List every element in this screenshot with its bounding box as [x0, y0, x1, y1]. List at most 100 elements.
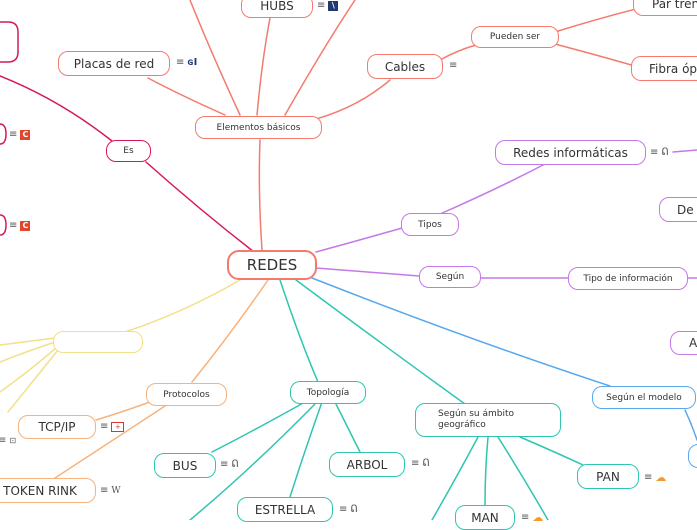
cloud-icon[interactable]: ☁: [655, 471, 667, 484]
connector-root-modelo: [311, 277, 611, 387]
node-placas-de-red[interactable]: Placas de red: [58, 51, 170, 76]
square-icon[interactable]: ⊡: [9, 436, 17, 445]
node-redes-informaticas[interactable]: Redes informáticas: [495, 140, 646, 165]
node-de[interactable]: De: [659, 197, 697, 222]
connector-protocolos-tcpip: [95, 401, 151, 421]
connector-tipos-redesinfo: [439, 163, 546, 215]
node-fibra-optica[interactable]: Fibra óp: [631, 56, 697, 81]
menu-icon[interactable]: ≡: [317, 0, 326, 11]
arbol-note-icons: ≡ ᕠ: [411, 458, 430, 469]
partial-node-mid-left-2: [0, 214, 7, 236]
ladder-icon[interactable]: ᕠ: [231, 459, 239, 470]
estrella-label: ESTRELLA: [254, 502, 316, 517]
placas-logo-icon[interactable]: ɢI: [187, 57, 198, 68]
pueden-label: Pueden ser: [489, 32, 541, 42]
menu-icon[interactable]: ≡: [644, 472, 653, 483]
node-man[interactable]: MAN: [455, 505, 515, 530]
man-note-icons: ≡ ☁: [521, 511, 543, 524]
node-protocolos[interactable]: Protocolos: [146, 383, 227, 406]
node-segun[interactable]: Según: [419, 266, 481, 288]
topologia-label: Topología: [306, 387, 350, 398]
c-badge-icon[interactable]: C: [20, 220, 31, 231]
menu-icon[interactable]: ≡: [220, 459, 229, 470]
node-elementos-basicos[interactable]: Elementos básicos: [195, 116, 322, 139]
node-a[interactable]: A: [670, 331, 697, 355]
menu-icon[interactable]: ≡: [176, 57, 185, 68]
connector-topologia-arbol: [334, 401, 361, 453]
node-blue-partial[interactable]: [688, 444, 697, 468]
menu-icon[interactable]: ≡: [9, 129, 18, 140]
node-segun-el-modelo[interactable]: Según el modelo: [592, 386, 696, 409]
node-herramentas[interactable]: [53, 331, 143, 353]
link-badge-icon[interactable]: \: [328, 0, 339, 11]
menu-icon[interactable]: ≡: [650, 147, 659, 158]
node-tipos[interactable]: Tipos: [401, 213, 459, 236]
placas-label: Placas de red: [73, 56, 155, 71]
node-par-trenzado[interactable]: Par tren: [633, 0, 697, 16]
node-ambito-geografico[interactable]: Según su ámbito geográfico: [415, 403, 561, 437]
node-pueden-ser[interactable]: Pueden ser: [471, 26, 559, 48]
pan-label: PAN: [596, 469, 620, 484]
connector-herramentas-l3: [0, 347, 57, 393]
connector-root-ambito: [295, 279, 466, 405]
cables-note-icon: ≡: [449, 60, 457, 71]
menu-icon[interactable]: ≡: [339, 504, 348, 515]
man-label: MAN: [471, 510, 499, 525]
connector-elementos-up-left: [189, 0, 241, 116]
menu-icon[interactable]: ≡: [0, 435, 7, 446]
node-estrella[interactable]: ESTRELLA: [237, 497, 333, 522]
connector-es-left: [0, 75, 113, 142]
cables-label: Cables: [384, 59, 426, 74]
hubs-note-icons: ≡ \: [317, 0, 339, 11]
node-cables[interactable]: Cables: [367, 54, 443, 79]
connector-herramentas-l2: [0, 341, 56, 363]
node-arbol[interactable]: ARBOL: [329, 452, 405, 477]
es-label: Es: [123, 146, 134, 156]
node-tcpip[interactable]: TCP/IP: [18, 415, 96, 439]
connector-redesinfo-right: [672, 149, 697, 153]
connector-ambito-down-right: [497, 436, 549, 520]
estrella-note-icons: ≡ ᕠ: [339, 504, 358, 515]
connector-root-tipos: [315, 227, 403, 253]
partial-node-top-left: [0, 21, 19, 63]
tcpip-note-icons: ≡ +: [100, 421, 125, 432]
flag-icon[interactable]: +: [111, 421, 125, 432]
menu-icon[interactable]: ≡: [9, 220, 18, 231]
connector-pueden-par: [554, 7, 641, 33]
connector-root-topologia: [279, 279, 319, 383]
node-tipo-de-informacion[interactable]: Tipo de información: [568, 267, 688, 290]
menu-icon[interactable]: ≡: [100, 421, 109, 432]
ladder-icon[interactable]: ᕠ: [661, 147, 669, 158]
root-node-redes[interactable]: REDES: [227, 250, 317, 280]
c-badge-icon[interactable]: C: [20, 129, 31, 140]
protocolos-label: Protocolos: [163, 389, 210, 400]
menu-icon[interactable]: ≡: [449, 60, 458, 71]
menu-icon[interactable]: ≡: [521, 512, 530, 523]
node-pan[interactable]: PAN: [577, 464, 639, 489]
menu-icon[interactable]: ≡: [411, 458, 420, 469]
node-es[interactable]: Es: [106, 140, 151, 162]
cloud-icon[interactable]: ☁: [532, 511, 544, 524]
connector-root-protocolos: [191, 279, 269, 383]
node-topologia[interactable]: Topología: [290, 381, 366, 404]
tipos-label: Tipos: [418, 219, 442, 230]
connector-topologia-bus: [211, 401, 306, 453]
node-bus[interactable]: BUS: [154, 453, 216, 478]
node-hubs[interactable]: HUBS: [241, 0, 313, 18]
bus-note-icons: ≡ ᕠ: [220, 459, 239, 470]
w-logo-icon[interactable]: W: [111, 485, 121, 496]
hubs-label: HUBS: [260, 0, 294, 13]
node-token-rink[interactable]: TOKEN RINK: [0, 478, 96, 503]
connector-root-es: [145, 161, 255, 253]
ladder-icon[interactable]: ᕠ: [422, 458, 430, 469]
ladder-icon[interactable]: ᕠ: [350, 504, 358, 515]
connector-root-elementos: [258, 139, 263, 251]
pan-note-icons: ≡ ☁: [644, 471, 666, 484]
connector-pueden-fibra: [554, 43, 636, 67]
ambito-label: Según su ámbito geográfico: [438, 409, 515, 430]
partial-node-2-icons: ≡ C: [9, 220, 31, 231]
menu-icon[interactable]: ≡: [100, 485, 109, 496]
connector-topologia-down: [189, 403, 316, 520]
modelo-label: Según el modelo: [606, 392, 682, 403]
